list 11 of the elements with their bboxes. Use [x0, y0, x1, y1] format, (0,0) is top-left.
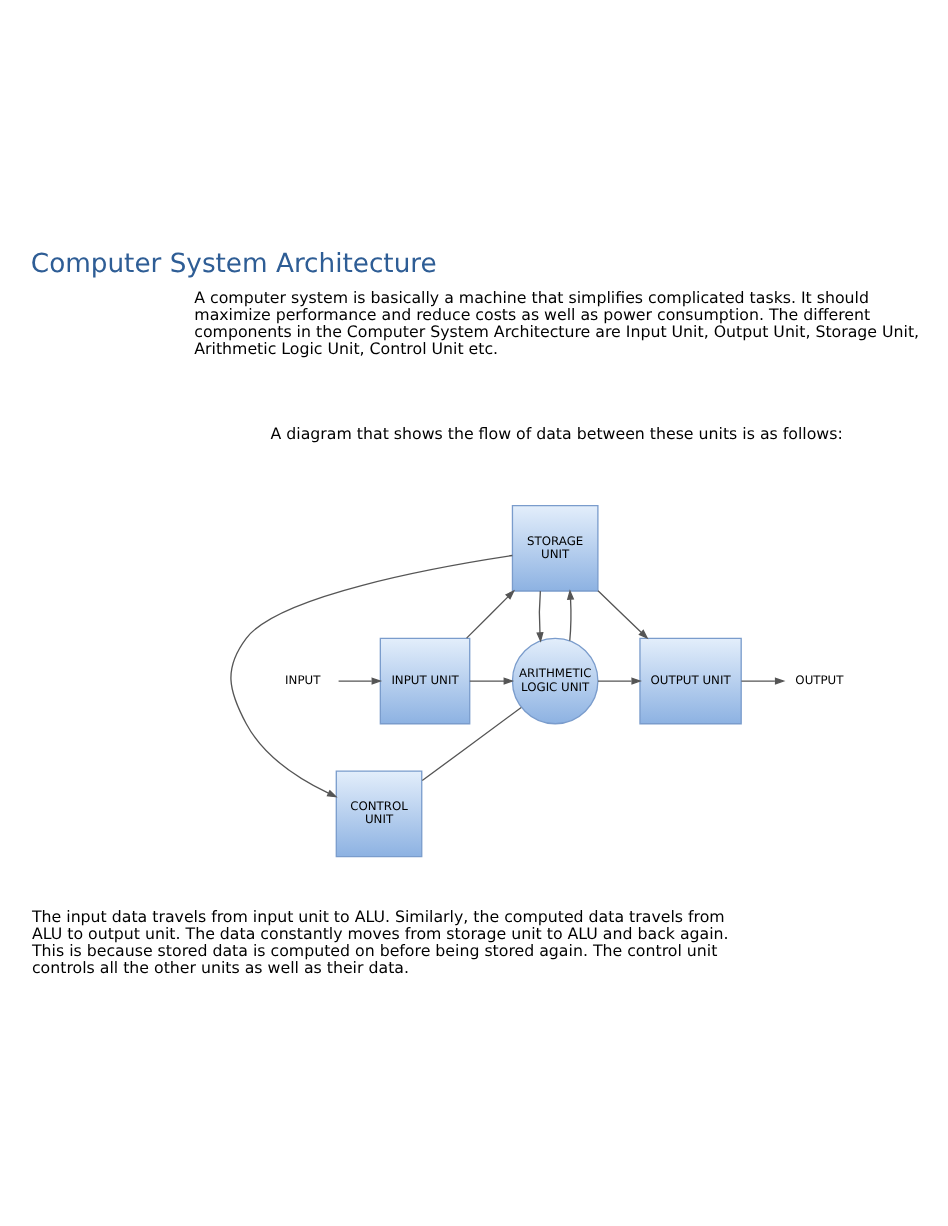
arrow	[597, 676, 642, 684]
arrow	[740, 676, 786, 684]
arrow	[337, 676, 383, 684]
arrow	[536, 589, 544, 642]
arrow	[230, 553, 513, 797]
arrow	[566, 588, 575, 641]
arrow	[465, 588, 516, 638]
arrow	[469, 676, 515, 684]
arrow	[597, 589, 649, 639]
diagram-title: Computer System Architecture	[30, 248, 437, 279]
connector	[421, 705, 522, 781]
